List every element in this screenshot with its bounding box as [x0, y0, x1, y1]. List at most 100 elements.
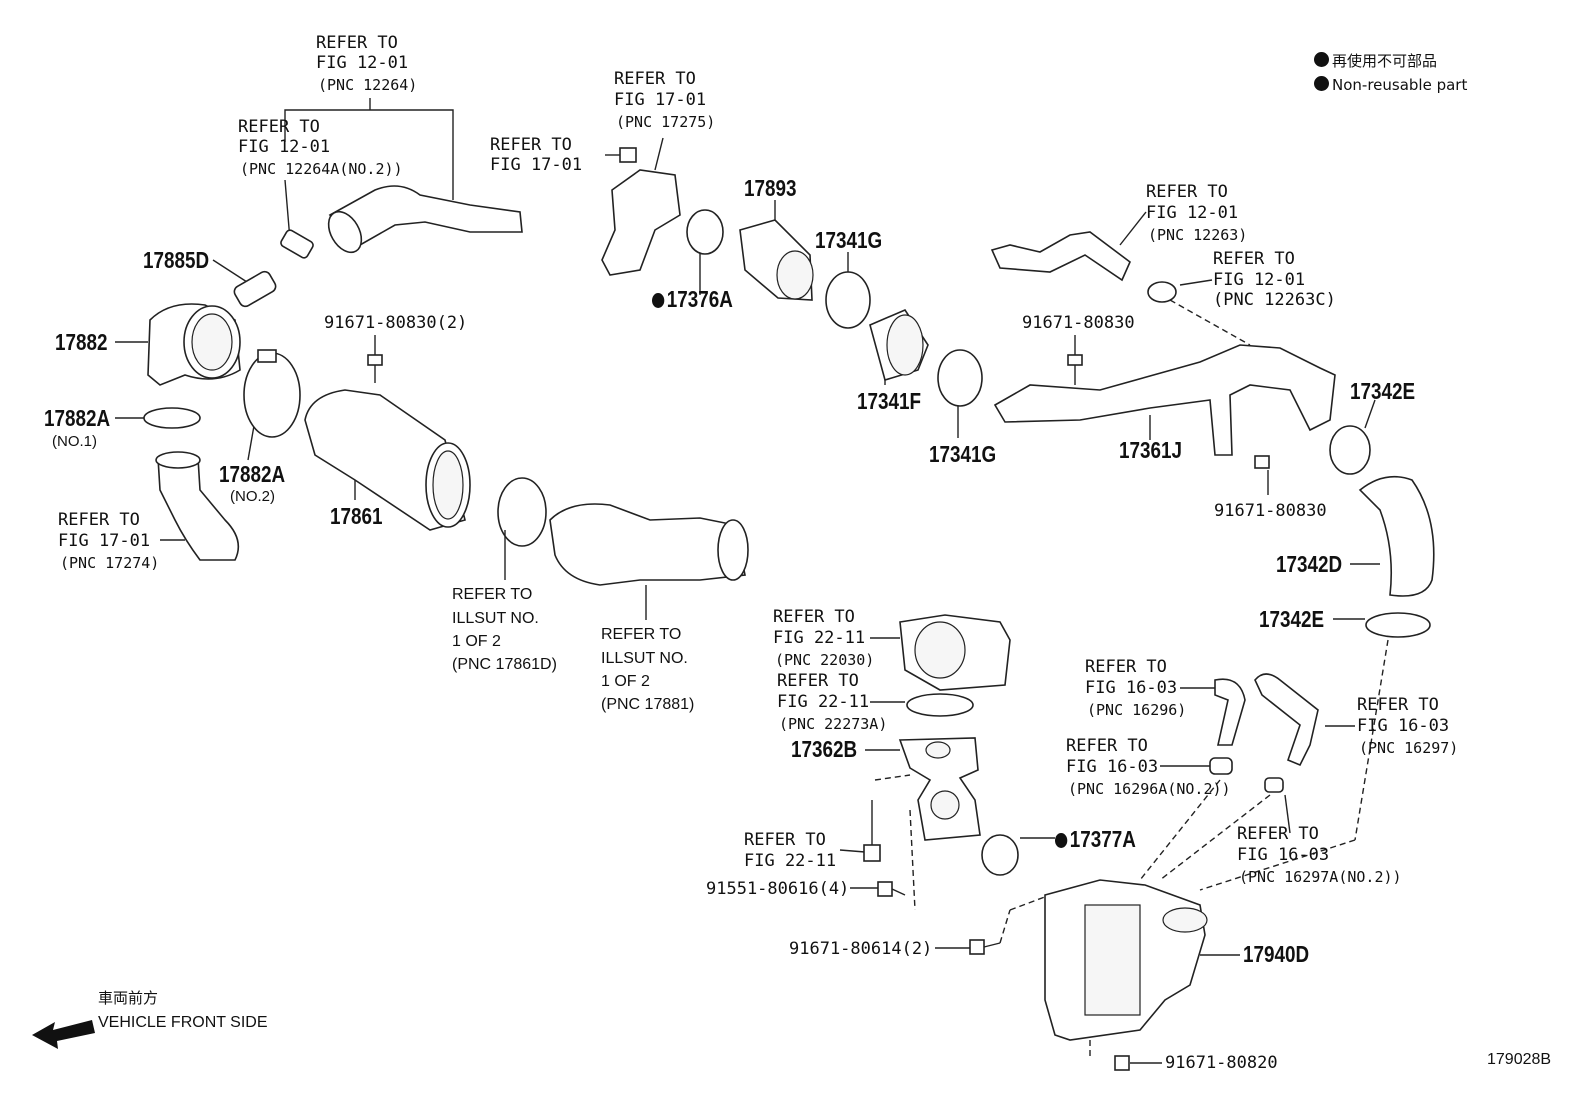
front-arrow-icon	[32, 1020, 95, 1049]
ref-16296A-l1[interactable]: REFER TO	[1066, 736, 1148, 756]
bolt-label-b6[interactable]: 91671-80820	[1165, 1053, 1278, 1073]
part-label-17362B[interactable]: 17362B	[791, 736, 858, 762]
ref-16296A-l2[interactable]: FIG 16-03	[1066, 757, 1159, 777]
part-17940D	[1044, 879, 1208, 1041]
clamp-17882A-no2	[243, 349, 301, 438]
ref-17275-l2[interactable]: FIG 17-01	[614, 90, 707, 110]
part-label-17377A[interactable]: 17377A	[1055, 828, 1136, 851]
gasket-17377A	[981, 834, 1019, 876]
ref-17861D-l1[interactable]: REFER TO	[452, 586, 533, 603]
ref-17-01-l2[interactable]: FIG 17-01	[490, 155, 583, 175]
part-label-17341F[interactable]: 17341F	[857, 388, 921, 414]
throttle-body-22030	[899, 614, 1011, 691]
bolt-b2	[1067, 354, 1083, 385]
ref-12264-l2[interactable]: FIG 12-01	[316, 53, 409, 73]
part-label-17940D[interactable]: 17940D	[1243, 941, 1310, 967]
legend-en: Non-reusable part	[1314, 76, 1467, 94]
clamp-17341G-b	[937, 349, 983, 407]
ref-17274-l1[interactable]: REFER TO	[58, 510, 140, 530]
ref-16297-pnc[interactable]: (PNC 16297)	[1359, 739, 1459, 757]
ref-17861D-l3[interactable]: 1 OF 2	[452, 633, 501, 650]
part-label-17342E-a[interactable]: 17342E	[1350, 378, 1416, 404]
clamp-17882A-no1	[143, 407, 201, 429]
ref-12264A-pnc[interactable]: (PNC 12264A(NO.2))	[240, 160, 403, 178]
ref-12264-pnc[interactable]: (PNC 12264)	[318, 76, 418, 94]
legend-jp: 再使用不可部品	[1314, 50, 1437, 71]
elbow-17274	[155, 451, 240, 561]
bolt-b4	[877, 881, 906, 897]
ref-16296-pnc[interactable]: (PNC 16296)	[1087, 701, 1187, 719]
clamp-17342E-b	[1365, 612, 1431, 638]
ref-17881-pnc[interactable]: (PNC 17881)	[601, 696, 695, 713]
part-label-17861[interactable]: 17861	[330, 503, 383, 529]
bolt-label-b4[interactable]: 91551-80616(4)	[706, 879, 850, 899]
ref-22030-l2[interactable]: FIG 22-11	[773, 628, 866, 648]
ref-12263C-pnc[interactable]: (PNC 12263C)	[1213, 290, 1336, 310]
ref-22-11-l2[interactable]: FIG 22-11	[744, 851, 837, 871]
ref-17274-l2[interactable]: FIG 17-01	[58, 531, 151, 551]
ref-22030-l1[interactable]: REFER TO	[773, 607, 855, 627]
hose-12264	[327, 185, 523, 254]
part-17882	[147, 303, 241, 386]
part-label-17341G-b[interactable]: 17341G	[929, 441, 997, 467]
part-label-17341G-a[interactable]: 17341G	[815, 227, 883, 253]
bolt-label-b3[interactable]: 91671-80830	[1214, 501, 1327, 521]
ref-17275-l1[interactable]: REFER TO	[614, 69, 696, 89]
vehicle-front-en: VEHICLE FRONT SIDE	[98, 1014, 268, 1031]
ref-16297A-l2[interactable]: FIG 16-03	[1237, 845, 1330, 865]
part-label-17376A[interactable]: 17376A	[652, 288, 733, 311]
vehicle-front-jp: 車両前方	[98, 989, 159, 1007]
ref-17861D-pnc[interactable]: (PNC 17861D)	[452, 656, 557, 673]
part-label-17882[interactable]: 17882	[55, 329, 108, 355]
ref-12263-pnc[interactable]: (PNC 12263)	[1148, 226, 1248, 244]
ref-17881-l3[interactable]: 1 OF 2	[601, 673, 650, 690]
part-label-17882A-no2-sub: (NO.2)	[230, 488, 275, 505]
ref-16296-l2[interactable]: FIG 16-03	[1085, 678, 1178, 698]
part-label-17342E-b[interactable]: 17342E	[1259, 606, 1325, 632]
ref-12263C-l1[interactable]: REFER TO	[1213, 249, 1295, 269]
ref-16297-l2[interactable]: FIG 16-03	[1357, 716, 1450, 736]
part-label-17882A-no2[interactable]: 17882A	[219, 461, 286, 487]
ref-16297-l1[interactable]: REFER TO	[1357, 695, 1439, 715]
non-reusable-dot-icon	[652, 293, 665, 308]
ref-17274-pnc[interactable]: (PNC 17274)	[60, 554, 160, 572]
part-label-17882A-no1-sub: (NO.1)	[52, 433, 97, 450]
bolt-label-b1[interactable]: 91671-80830(2)	[324, 313, 468, 333]
bolt-b1	[367, 354, 383, 383]
ref-16296A-pnc[interactable]: (PNC 16296A(NO.2))	[1068, 780, 1231, 798]
ref-16297A-l1[interactable]: REFER TO	[1237, 824, 1319, 844]
bolt-b3	[1254, 455, 1270, 469]
ref-17881-l1[interactable]: REFER TO	[601, 626, 682, 643]
ref-17881-l2[interactable]: ILLSUT NO.	[601, 650, 688, 667]
part-label-17893[interactable]: 17893	[744, 175, 797, 201]
figure-code: 179028B	[1487, 1051, 1552, 1068]
ref-12263-l2[interactable]: FIG 12-01	[1146, 203, 1239, 223]
part-label-17882A-no1[interactable]: 17882A	[44, 405, 111, 431]
part-17377A-text: 17377A	[1069, 826, 1136, 852]
part-label-17885D[interactable]: 17885D	[143, 247, 210, 273]
part-17893	[739, 219, 814, 301]
bolt-label-b5[interactable]: 91671-80614(2)	[789, 939, 933, 959]
ref-17861D-l2[interactable]: ILLSUT NO.	[452, 610, 539, 627]
part-label-17342D[interactable]: 17342D	[1276, 551, 1343, 577]
ref-22273A-pnc[interactable]: (PNC 22273A)	[779, 715, 888, 733]
ref-12264A-l2[interactable]: FIG 12-01	[238, 137, 331, 157]
ref-12263C-l2[interactable]: FIG 12-01	[1213, 270, 1306, 290]
hose-16297	[1254, 673, 1319, 767]
ref-12264A-l1[interactable]: REFER TO	[238, 117, 320, 137]
ref-12263-l1[interactable]: REFER TO	[1146, 182, 1228, 202]
ref-16297A-pnc[interactable]: (PNC 16297A(NO.2))	[1239, 868, 1402, 886]
ref-22030-pnc[interactable]: (PNC 22030)	[775, 651, 875, 669]
ref-22273A-l2[interactable]: FIG 22-11	[777, 692, 870, 712]
ref-16296-l1[interactable]: REFER TO	[1085, 657, 1167, 677]
ref-22-11-l1[interactable]: REFER TO	[744, 830, 826, 850]
ref-12264-l1[interactable]: REFER TO	[316, 33, 398, 53]
ref-17275-pnc[interactable]: (PNC 17275)	[616, 113, 716, 131]
ref-17-01-l1[interactable]: REFER TO	[490, 135, 572, 155]
ref-22273A-l1[interactable]: REFER TO	[777, 671, 859, 691]
part-17362B	[898, 737, 981, 841]
part-label-17361J[interactable]: 17361J	[1119, 437, 1182, 463]
clamp-16297A	[1264, 777, 1284, 793]
bolt-label-b2[interactable]: 91671-80830	[1022, 313, 1135, 333]
